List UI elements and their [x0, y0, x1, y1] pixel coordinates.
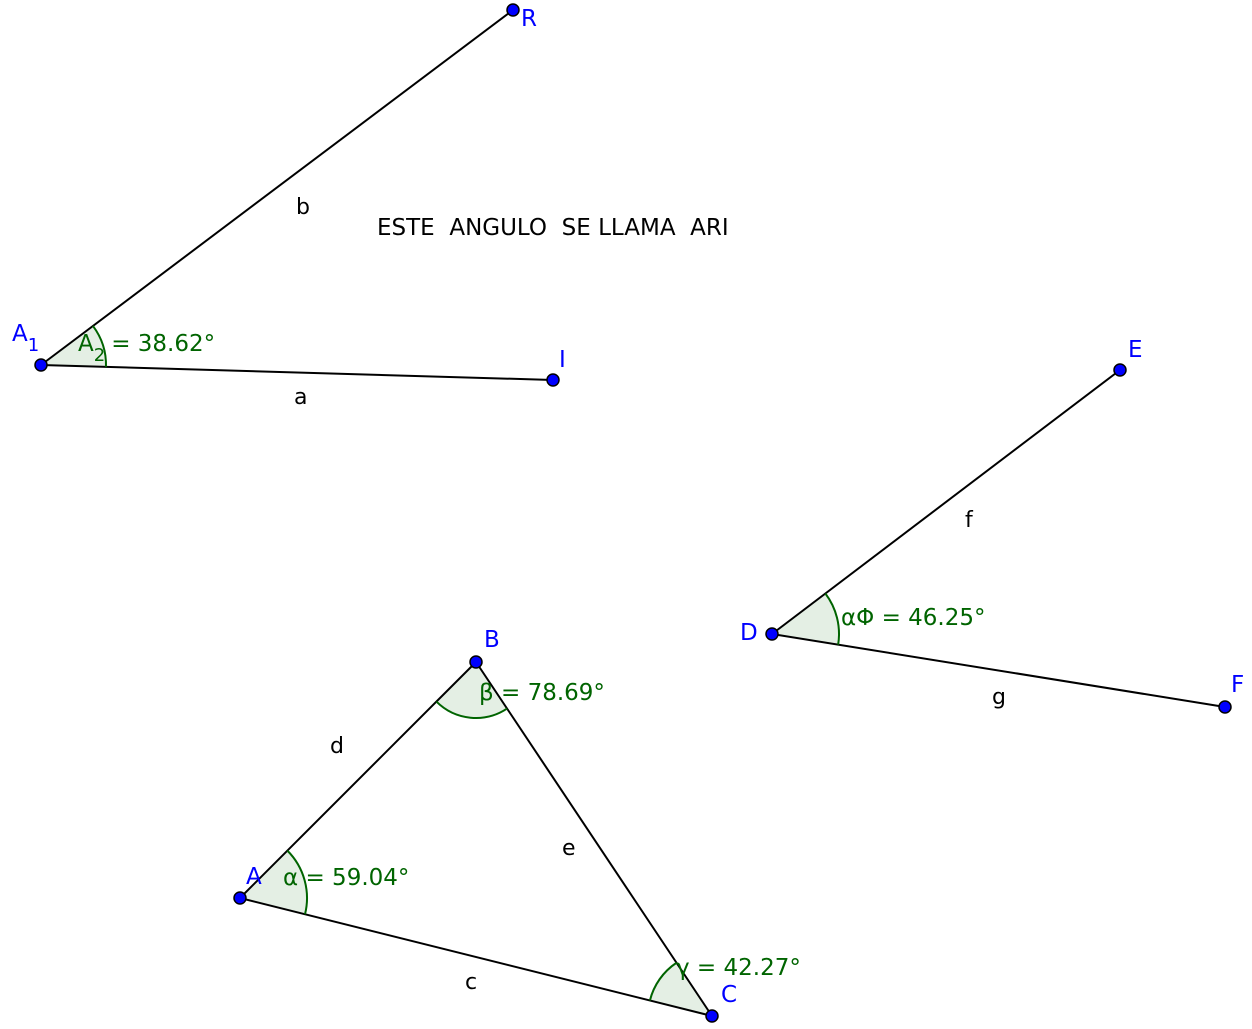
point-label-a: A	[246, 864, 262, 890]
angle-alpha-sector	[240, 850, 308, 915]
angle-gamma-arc[interactable]	[648, 961, 678, 1001]
point-i[interactable]	[546, 373, 560, 387]
angle-beta-arc[interactable]	[435, 700, 508, 719]
segment-d[interactable]	[239, 661, 477, 899]
point-label-i: I	[559, 347, 566, 373]
angle-label-ari: A2 = 38.62°	[78, 331, 215, 366]
segment-e[interactable]	[475, 661, 713, 1017]
angle-label-gamma: γ = 42.27°	[676, 955, 801, 981]
point-c[interactable]	[705, 1009, 719, 1023]
point-label-d: D	[740, 620, 758, 646]
angle-label-ari-value: = 38.62°	[111, 331, 215, 357]
angle-edf-arc[interactable]	[824, 592, 840, 645]
segment-label-g: g	[992, 685, 1006, 710]
segment-label-d: d	[330, 734, 344, 759]
angle-ari-arc[interactable]	[92, 325, 107, 367]
segment-label-c: c	[465, 970, 477, 995]
segment-f[interactable]	[771, 369, 1121, 635]
segment-g[interactable]	[771, 633, 1226, 708]
point-label-f: F	[1231, 672, 1244, 698]
point-f[interactable]	[1218, 700, 1232, 714]
point-a[interactable]	[233, 891, 247, 905]
point-label-a1: A1	[12, 321, 39, 356]
angle-label-ari-name: A	[78, 331, 94, 357]
segment-a[interactable]	[40, 364, 554, 381]
segment-b[interactable]	[40, 9, 514, 366]
angle-label-beta: β = 78.69°	[479, 680, 605, 706]
angle-alpha-arc[interactable]	[286, 849, 308, 915]
point-b[interactable]	[469, 655, 483, 669]
point-label-c: C	[721, 982, 737, 1008]
point-label-b: B	[484, 627, 500, 653]
segment-label-f: f	[965, 508, 974, 533]
angle-edf-sector	[772, 593, 840, 645]
point-label-r: R	[521, 6, 537, 32]
angle-label-ari-sub: 2	[94, 345, 105, 366]
segment-label-e: e	[562, 836, 576, 861]
angle-label-edf: αΦ = 46.25°	[841, 605, 986, 631]
point-e[interactable]	[1113, 363, 1127, 377]
point-d[interactable]	[765, 627, 779, 641]
angle-ari-sector	[41, 325, 106, 367]
point-label-e: E	[1128, 337, 1143, 363]
point-r[interactable]	[506, 3, 520, 17]
segment-c[interactable]	[239, 897, 713, 1017]
note-text: ESTE ANGULO SE LLAMA ARI	[377, 215, 729, 241]
point-label-a1-sub: 1	[28, 335, 39, 356]
point-a1[interactable]	[34, 358, 48, 372]
segment-label-b: b	[296, 195, 310, 220]
angle-gamma-sector	[649, 962, 712, 1016]
point-label-a1-main: A	[12, 321, 28, 347]
angle-label-alpha: α = 59.04°	[283, 865, 409, 891]
angle-beta-sector	[436, 662, 508, 718]
segment-label-a: a	[294, 385, 307, 410]
